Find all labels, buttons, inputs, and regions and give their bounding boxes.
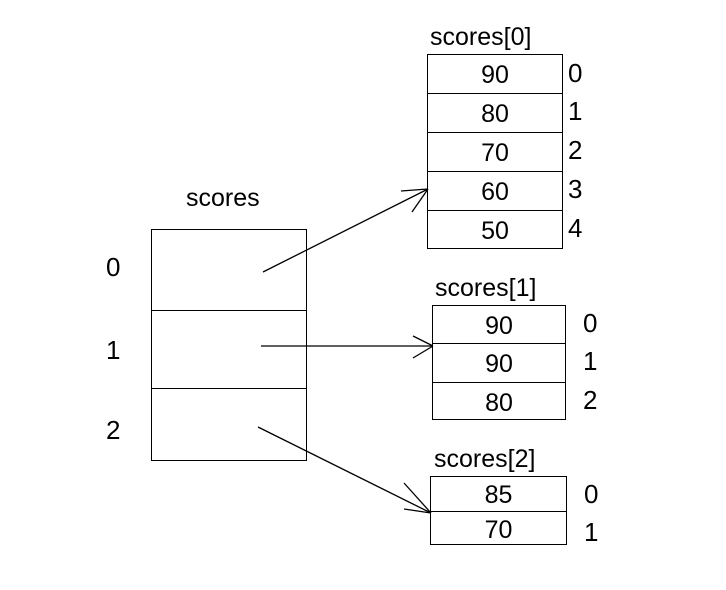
sub-array-1-index-0: 0 (583, 308, 598, 338)
sub-array-0-index-3: 3 (568, 174, 583, 204)
sub-array-1-value-2: 80 (485, 389, 513, 417)
sub-array-1-row-2: 80 (433, 383, 565, 421)
sub-array-0-value-4: 50 (481, 217, 509, 245)
sub-array-1-row-1: 90 (433, 344, 565, 383)
sub-array-1-row-0: 90 (433, 306, 565, 344)
outer-array-divider-0 (151, 310, 307, 311)
sub-array-1-value-1: 90 (485, 350, 513, 378)
outer-array-index-0: 0 (106, 252, 121, 282)
sub-array-2-value-0: 85 (484, 481, 513, 509)
sub-array-0-index-2: 2 (568, 135, 583, 165)
sub-array-0-index-0: 0 (568, 58, 583, 88)
outer-array-title: scores (186, 184, 260, 212)
outer-array-index-1: 1 (106, 335, 121, 365)
outer-array-divider-1 (151, 388, 307, 389)
sub-array-2-title: scores[2] (434, 445, 536, 473)
sub-array-2-index-1: 1 (584, 517, 599, 547)
outer-array-box (151, 229, 307, 461)
sub-array-0-value-1: 80 (481, 100, 509, 128)
sub-array-2-index-0: 0 (584, 479, 599, 509)
outer-array-index-2: 2 (106, 415, 121, 445)
sub-array-0-row-0: 90 (428, 55, 562, 94)
sub-array-0-row-3: 60 (428, 172, 562, 211)
sub-array-0-box: 90 80 70 60 50 (427, 54, 563, 249)
sub-array-1-title: scores[1] (435, 274, 537, 302)
sub-array-0-value-2: 70 (481, 139, 509, 167)
sub-array-0-row-4: 50 (428, 211, 562, 250)
sub-array-0-row-2: 70 (428, 133, 562, 172)
sub-array-0-value-0: 90 (481, 61, 509, 89)
sub-array-0-index-1: 1 (568, 96, 583, 126)
sub-array-1-value-0: 90 (485, 312, 513, 340)
sub-array-1-box: 90 90 80 (432, 305, 566, 420)
sub-array-1-index-1: 1 (583, 346, 598, 376)
sub-array-2-row-1: 70 (431, 512, 566, 546)
sub-array-2-row-0: 85 (431, 477, 566, 512)
sub-array-0-title: scores[0] (430, 23, 532, 51)
sub-array-0-value-3: 60 (481, 178, 509, 206)
sub-array-2-box: 85 70 (430, 476, 567, 545)
sub-array-2-value-1: 70 (484, 516, 513, 544)
sub-array-0-index-4: 4 (568, 213, 583, 243)
sub-array-0-row-1: 80 (428, 94, 562, 133)
sub-array-1-index-2: 2 (583, 385, 598, 415)
